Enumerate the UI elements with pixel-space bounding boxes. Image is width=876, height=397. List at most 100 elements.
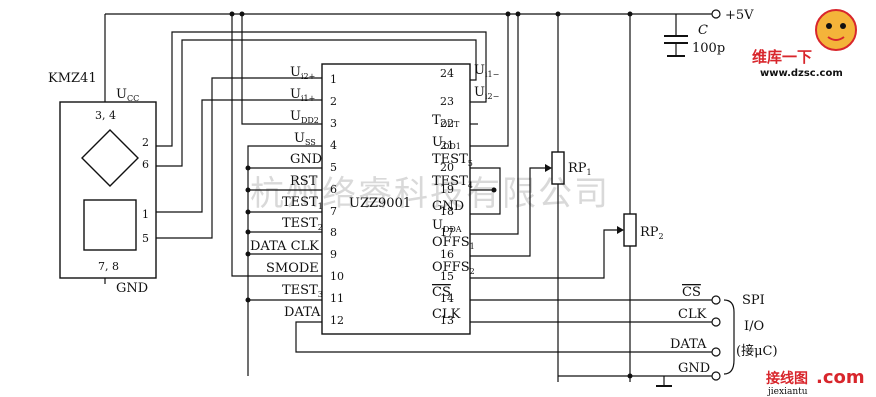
chip-name: UZZ9001 [349, 196, 411, 211]
bottom-logo-sub: jiexiantu [767, 387, 808, 397]
sensor-pin-1: 1 [142, 208, 149, 221]
pin-number: 23 [440, 95, 454, 108]
pin-number: 15 [440, 270, 454, 283]
pin-number: 24 [440, 67, 454, 80]
pin-label: TEST1 [282, 195, 323, 211]
sensor-bridge-symbol [81, 129, 139, 187]
vcc-terminal [711, 9, 721, 19]
pin-number: 17 [440, 226, 454, 239]
bottom-logo-text: 接线图 [766, 370, 808, 387]
junction-dot [627, 11, 633, 17]
junction-dot [229, 11, 235, 17]
sensor-pin-6: 6 [142, 158, 149, 171]
pin-label: TEST4 [432, 174, 473, 190]
sensor-pin-2: 2 [142, 136, 149, 149]
wire-smode [231, 14, 322, 277]
junction-dot [245, 297, 251, 303]
watermark-text: 杭州络睿科技有限公司 [250, 174, 610, 214]
chip-right-pin-names: Ui1− Ui2− TOUT UDD1 TEST5 TEST4 GND UDDA… [432, 63, 499, 322]
wire-udda-to-vcc [470, 14, 519, 235]
pin-label: RST [290, 174, 318, 189]
junction-dot [245, 187, 251, 193]
pin-number: 3 [330, 117, 337, 130]
pin-label: UDD2 [290, 109, 319, 125]
pin-number: 10 [330, 270, 344, 283]
mascot-smile-icon [827, 36, 845, 41]
terminal-data-label: DATA [670, 337, 707, 352]
rp1-label: RP1 [568, 161, 592, 177]
junction-dot [627, 373, 633, 379]
pin-label: DATA CLK [250, 239, 319, 254]
pin-number: 9 [330, 248, 337, 261]
pin-number: 13 [440, 314, 454, 327]
pin-number: 8 [330, 226, 337, 239]
mascot-icon [815, 9, 857, 51]
terminal-gnd [711, 371, 721, 381]
pin-number: 19 [440, 183, 454, 196]
pin-label: Ui1+ [290, 87, 315, 103]
wire-offs1-to-rp1 [470, 167, 548, 257]
sensor-body [59, 101, 157, 279]
pin-label: USS [294, 131, 316, 147]
wire-offs2-to-rp2 [470, 229, 620, 279]
pin-number: 16 [440, 248, 454, 261]
rp1-wiper-arrow [545, 164, 552, 172]
jiexiantu-logo: 接线图 .com jiexiantu [766, 367, 865, 397]
pin-number: 1 [330, 73, 337, 86]
sensor-pins-top: 3, 4 [95, 109, 116, 122]
chip-body [321, 63, 471, 335]
mascot-eye-icon [826, 23, 832, 29]
pin-label: Ui1− [474, 63, 499, 79]
junction-dot [515, 11, 521, 17]
spi-brace [723, 299, 735, 375]
io-label: I/O [744, 319, 764, 334]
ground-bus [247, 145, 322, 362]
mcu-label: (接μC) [736, 343, 778, 359]
junction-dot [245, 165, 251, 171]
pin-label: TEST2 [282, 216, 323, 232]
wire-test5-gnd [470, 167, 501, 215]
pin-label: Ui2− [474, 85, 499, 101]
junction-dot [555, 11, 561, 17]
chip-left-pins: Ui2+ 1 Ui1+ 2 UDD2 3 USS 4 GND 5 RST 6 T… [250, 65, 344, 327]
spi-label: SPI [742, 293, 765, 308]
junction-dot [245, 229, 251, 235]
terminal-clk-label: CLK [678, 307, 707, 322]
sensor-element-symbol [83, 199, 137, 251]
pin-label: UDDA [432, 218, 462, 234]
terminal-data [711, 347, 721, 357]
junction-dot [491, 187, 497, 193]
pin-label: UDD1 [432, 135, 461, 151]
logo-text: 维库一下 [752, 48, 812, 66]
wire-udd1-to-vcc [470, 14, 509, 147]
wire-udd2-to-vcc [241, 14, 322, 125]
terminal-cs [711, 295, 721, 305]
pin-label: DATA [284, 305, 321, 320]
junction-dot [505, 11, 511, 17]
pin-number: 21 [440, 139, 454, 152]
pin-label: TEST3 [282, 283, 323, 299]
logo-url: www.dzsc.com [760, 68, 843, 79]
junction-dot [245, 251, 251, 257]
terminal-cs-label: CS [682, 285, 701, 300]
rp2-label: RP2 [640, 225, 664, 241]
cap-value: 100p [692, 41, 725, 56]
pin-number: 6 [330, 183, 337, 196]
pin-label: OFFS2 [432, 260, 475, 276]
junction-dot [245, 209, 251, 215]
sensor-pins-bottom: 7, 8 [98, 260, 119, 273]
bottom-logo-com: .com [816, 367, 865, 388]
wire-sensor5-to-ui2plus [156, 77, 322, 239]
dzsc-logo: 维库一下 www.dzsc.com [752, 9, 857, 79]
pin-label: SMODE [266, 261, 319, 276]
pin-label: TEST5 [432, 152, 473, 168]
pin-label: OFFS1 [432, 235, 475, 251]
pin-label: CLK [432, 307, 461, 322]
vcc-label: +5V [725, 8, 754, 23]
mascot-eye-icon [840, 23, 846, 29]
pin-label: CS [432, 285, 451, 300]
wire-sensor1-to-ui1plus [156, 99, 322, 213]
pin-number: 20 [440, 161, 454, 174]
pin-number: 7 [330, 205, 337, 218]
